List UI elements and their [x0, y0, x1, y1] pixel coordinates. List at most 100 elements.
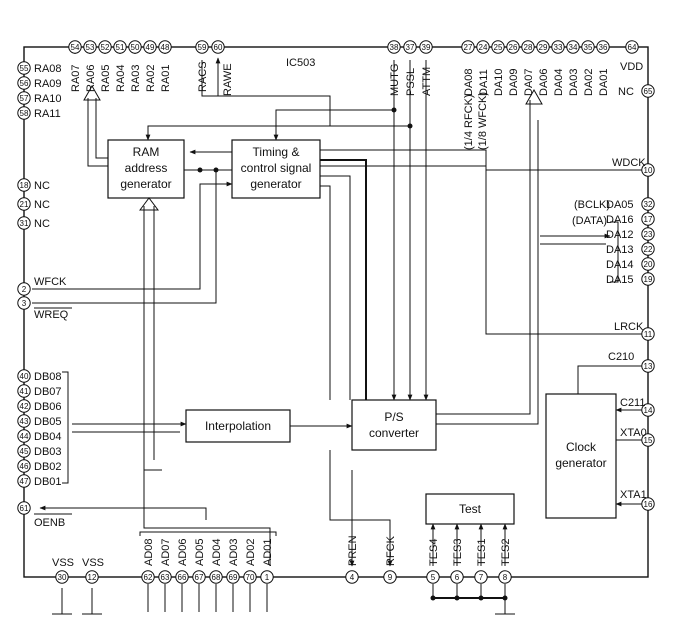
pin-wdck-marker — [641, 163, 655, 177]
pin-top-da03-marker — [566, 40, 580, 54]
pin-tes-6-marker — [450, 570, 464, 584]
pin-label-ra02: RA02 — [145, 64, 157, 92]
pin-label-ad08: AD08 — [143, 538, 155, 566]
pin-tes-8-marker — [498, 570, 512, 584]
timing-control-block: Timing & control signal generator — [231, 139, 321, 199]
pin-top-da02-number: 35 — [584, 43, 593, 52]
pin-top-da10-number: 25 — [494, 43, 503, 52]
pin-db-47-number: 47 — [20, 477, 29, 486]
pin-vss-12-number: 12 — [88, 573, 97, 582]
pin-label-ra01: RA01 — [160, 64, 172, 92]
ram-line3: generator — [120, 177, 171, 191]
pin-label-ad02: AD02 — [245, 538, 257, 566]
pin-label-wfck: WFCK — [34, 276, 67, 288]
test-label: Test — [459, 502, 482, 516]
pin-xtai-number: 16 — [644, 500, 653, 509]
pin-label-da02: DA02 — [583, 68, 595, 96]
pin-db-47-marker — [17, 474, 31, 488]
pin-label-ad05: AD05 — [194, 538, 206, 566]
pin-tes-7-number: 7 — [479, 573, 484, 582]
pin-label-mutg: MUTG — [389, 64, 401, 96]
pin-pssl-number: 37 — [406, 43, 415, 52]
pin-left-ra09-number: 56 — [20, 79, 29, 88]
clock-line1: Clock — [566, 440, 597, 454]
pin-label-out-da13: DA13 — [606, 244, 634, 256]
ps-converter-block: P/S converter — [351, 399, 437, 451]
pin-pren-marker — [345, 570, 359, 584]
pin-label-da03: DA03 — [568, 68, 580, 96]
pin-top-ra06-marker — [83, 40, 97, 54]
pin-left-nc-31-number: 31 — [20, 219, 29, 228]
pin-label-c211: C211 — [620, 397, 645, 409]
pin-top-da11-number: 24 — [479, 43, 488, 52]
pin-left-nc-18-number: 18 — [20, 181, 29, 190]
pin-ad-67-marker — [192, 570, 206, 584]
pin-label-right-nc: NC — [618, 86, 634, 98]
pin-label-out-da14: DA14 — [606, 259, 634, 271]
pin-label-db07: DB07 — [34, 386, 62, 398]
pin-label-pssl: PSSL — [405, 68, 417, 96]
pin-label-ra05: RA05 — [100, 64, 112, 92]
pin-tes-5-number: 5 — [431, 573, 436, 582]
pin-ad-63-number: 63 — [161, 573, 170, 582]
db-bus-bracket — [62, 371, 69, 484]
pin-label-tes3: TES3 — [452, 538, 464, 566]
ad-bus-bracket — [139, 531, 277, 536]
pin-ad-1-number: 1 — [265, 573, 270, 582]
pin-wdck-number: 10 — [644, 166, 653, 175]
pin-label-xtao: XTA0 — [620, 427, 647, 439]
pin-vdd-marker — [625, 40, 639, 54]
pin-top-ra06-number: 53 — [86, 43, 95, 52]
pin-top-da06-number: 29 — [539, 43, 548, 52]
pin-top-ra04-marker — [113, 40, 127, 54]
ram-line1: RAM — [133, 145, 160, 159]
bclk-note: (BCLK) — [574, 199, 610, 211]
pin-rawe-marker — [211, 40, 225, 54]
pin-left-ra08-number: 55 — [20, 64, 29, 73]
pin-out-da14-number: 20 — [644, 260, 653, 269]
pin-label-da01: DA01 — [598, 68, 610, 96]
pin-db-40-number: 40 — [20, 372, 29, 381]
pin-out-da13-marker — [641, 242, 655, 256]
pin-out-da16-number: 17 — [644, 215, 653, 224]
pin-top-da04-marker — [551, 40, 565, 54]
pin-tes-6-number: 6 — [455, 573, 460, 582]
pin-top-da04-number: 33 — [554, 43, 563, 52]
pin-label-lrck: LRCK — [614, 321, 644, 333]
pin-oenb-number: 61 — [20, 504, 29, 513]
pin-db-42-number: 42 — [20, 402, 29, 411]
timing-line3: generator — [250, 177, 301, 191]
pin-label-wreq: WREQ — [34, 309, 69, 321]
pin-vss-30-marker — [55, 570, 69, 584]
pin-label-ra07: RA07 — [70, 64, 82, 92]
pin-ad-62-number: 62 — [144, 573, 153, 582]
pin-left-nc-21-marker — [17, 197, 31, 211]
pin-rfck-marker — [383, 570, 397, 584]
pin-vss-30-number: 30 — [58, 573, 67, 582]
pin-ad-62-marker — [141, 570, 155, 584]
pin-db-43-number: 43 — [20, 417, 29, 426]
pin-left-ra09-marker — [17, 76, 31, 90]
pin-top-da08-marker — [461, 40, 475, 54]
pin-out-da15-marker — [641, 272, 655, 286]
pin-label-pren: PREN — [347, 535, 359, 566]
pin-left-ra11-marker — [17, 106, 31, 120]
pin-db-44-number: 44 — [20, 432, 29, 441]
pin-label-ra09: RA09 — [34, 78, 62, 90]
wfck-divider-note: (1/8 WFCK) — [477, 92, 489, 150]
pin-label-racs: RACS — [197, 61, 209, 92]
pin-racs-marker — [195, 40, 209, 54]
pin-xtao-number: 15 — [644, 436, 653, 445]
pin-label-da06: DA06 — [538, 68, 550, 96]
pin-label-c210: C210 — [608, 351, 634, 363]
pin-left-nc-31-marker — [17, 216, 31, 230]
pin-left-nc-21-number: 21 — [20, 200, 29, 209]
pin-left-nc-18-marker — [17, 178, 31, 192]
ps-line1: P/S — [384, 410, 403, 424]
pin-c210-number: 13 — [644, 362, 653, 371]
pin-label-db04: DB04 — [34, 431, 62, 443]
pin-ad-70-number: 70 — [246, 573, 255, 582]
pin-label-db01: DB01 — [34, 476, 62, 488]
timing-line1: Timing & — [253, 145, 300, 159]
